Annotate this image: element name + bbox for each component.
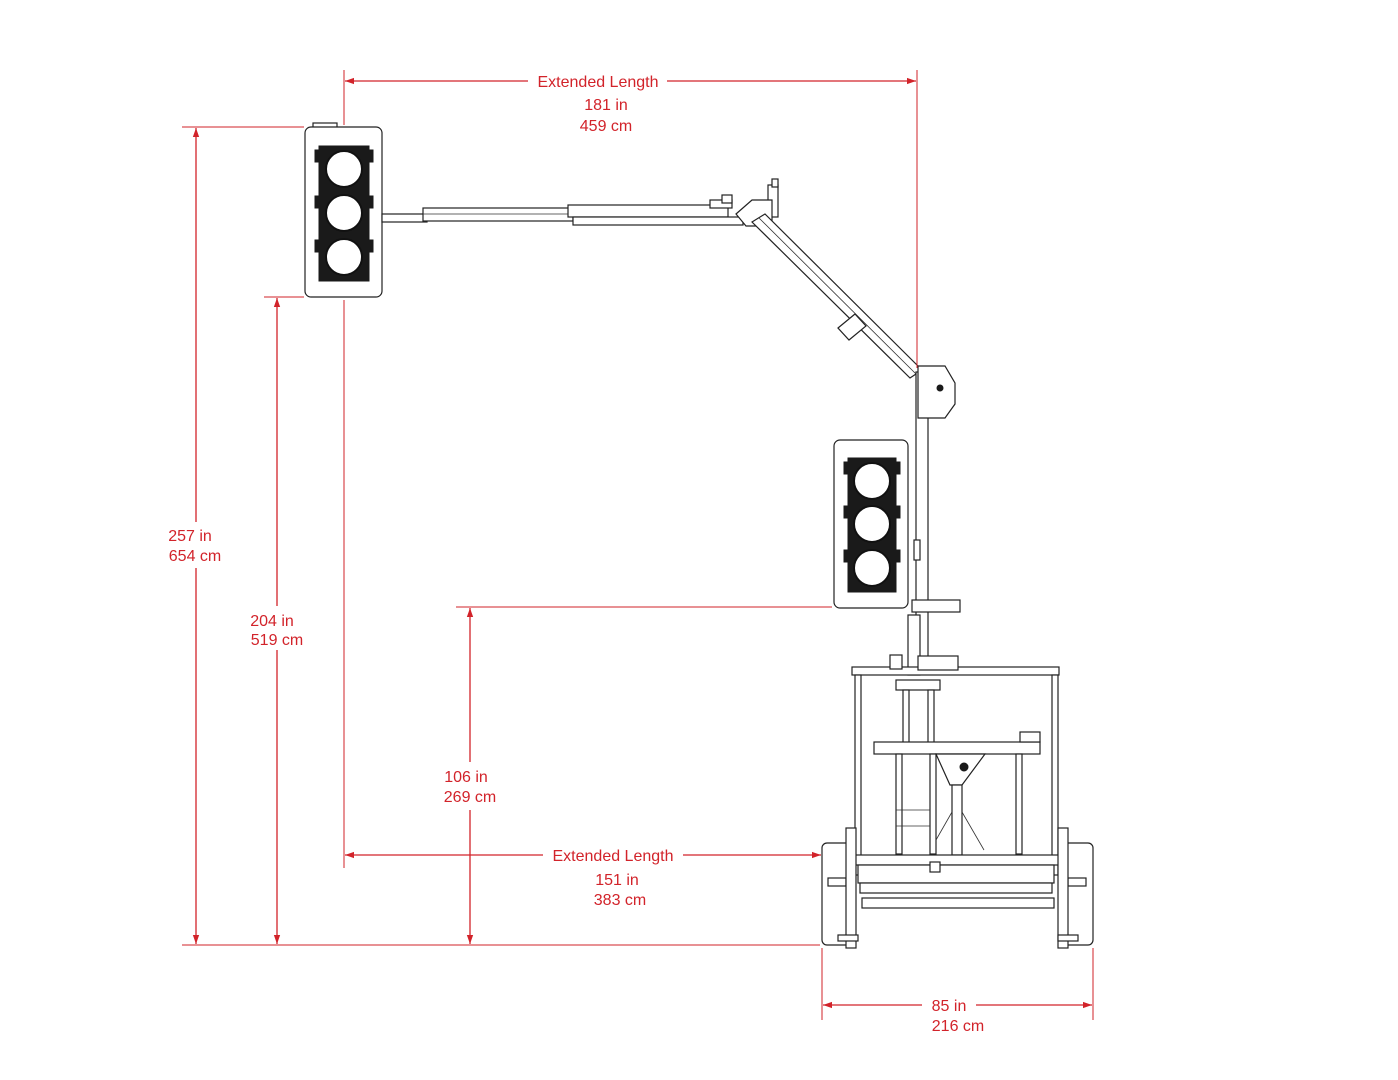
dim-imperial: 151 in — [595, 872, 639, 889]
dim-imperial: 204 in — [250, 613, 294, 630]
dim-metric: 519 cm — [251, 632, 303, 649]
dim-imperial: 106 in — [444, 769, 488, 786]
dim-upper-signal-clearance: 204 in 519 cm — [250, 296, 304, 944]
telescoping-mast-arm — [381, 178, 923, 379]
dim-imperial: 85 in — [932, 998, 967, 1015]
dimensions: Extended Length 181 in 459 cm 257 in 654… — [168, 70, 1094, 1035]
dim-metric: 459 cm — [580, 118, 632, 135]
trailer-wheels — [821, 827, 1094, 949]
dim-metric: 383 cm — [594, 892, 646, 909]
dim-overall-height: 257 in 654 cm — [168, 126, 304, 944]
dim-trailer-width: 85 in 216 cm — [821, 948, 1094, 1035]
dim-label: Extended Length — [553, 848, 674, 865]
dim-metric: 654 cm — [169, 548, 221, 565]
lower-traffic-signal-head — [833, 439, 909, 609]
dim-imperial: 257 in — [168, 528, 212, 545]
trailer-frame — [849, 654, 1063, 909]
dim-extended-length-bottom: Extended Length 151 in 383 cm — [343, 300, 821, 909]
dim-metric: 216 cm — [932, 1018, 984, 1035]
dim-extended-length-top: Extended Length 181 in 459 cm — [343, 70, 918, 368]
dim-label: Extended Length — [538, 74, 659, 91]
upper-traffic-signal-head — [304, 122, 383, 298]
dim-imperial: 181 in — [584, 97, 628, 114]
vertical-mast — [907, 365, 961, 676]
equipment — [304, 122, 1094, 949]
dim-lower-signal-clearance: 106 in 269 cm — [444, 606, 832, 944]
dim-metric: 269 cm — [444, 789, 496, 806]
